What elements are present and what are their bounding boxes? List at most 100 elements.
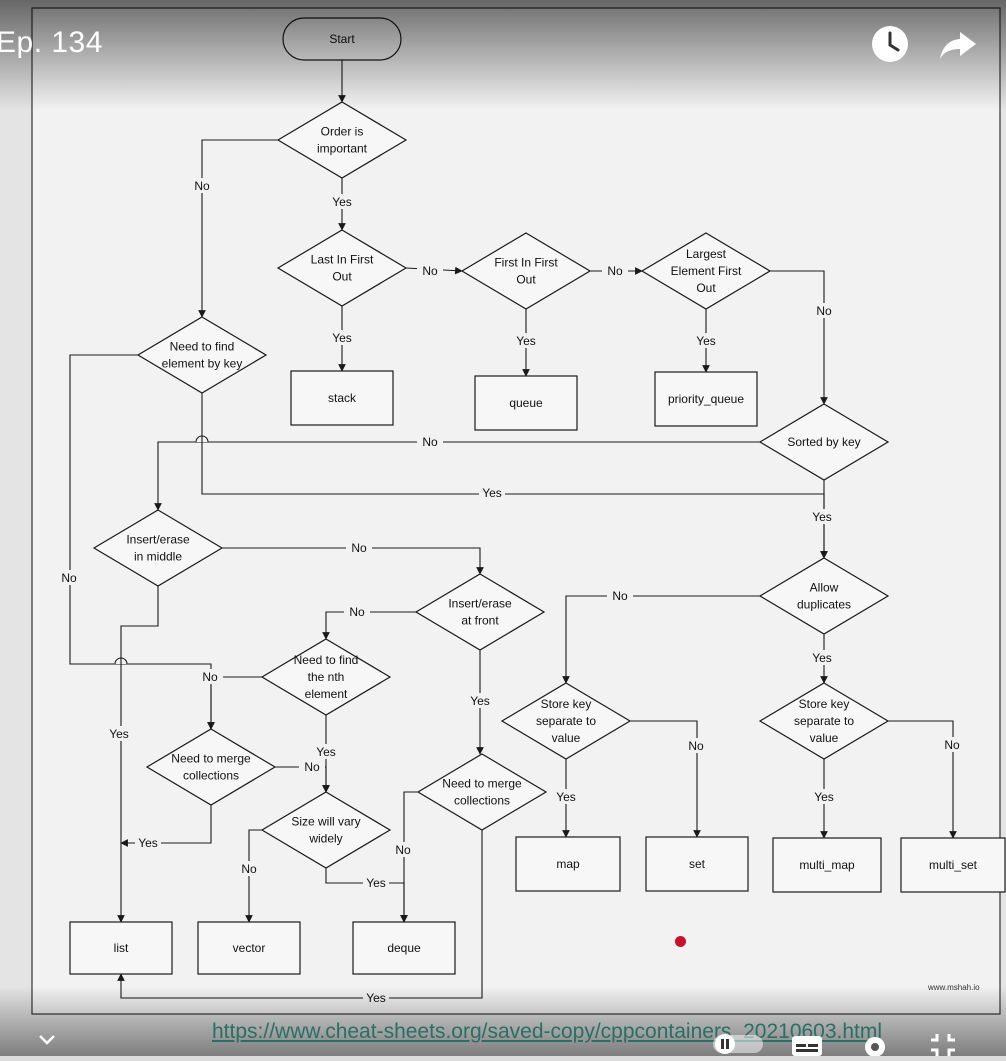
edge-label-bg [313,744,339,759]
node-label: Out [516,273,536,287]
node-label: the nth [308,670,345,684]
edge-label-insert_front-merge_right: Yes [470,694,490,708]
edge-label-find_nth-merge_left: No [202,670,218,684]
node-label: list [114,941,129,955]
source-url-link[interactable]: https://www.cheat-sheets.org/saved-copy/… [212,1020,883,1043]
edge-merge_right-to-list [117,830,483,999]
edge-label-bg [417,263,443,278]
edge-size_vary-to-vector [245,829,262,923]
edge-label-merge_right-list: Yes [366,991,386,1005]
edge-label-bg [811,789,837,804]
node-label: vector [233,941,266,955]
edge-label-bg [344,604,370,619]
node-label: First In First [494,256,558,270]
node-label: queue [509,396,543,410]
node-label: Insert/erase [448,597,512,611]
edge-label-bg [693,333,719,348]
process-shape [900,837,1006,893]
gear-icon[interactable] [858,1030,892,1057]
edge-label-order_important-find_by_key: No [194,179,210,193]
node-label: set [689,857,706,871]
node-label: Insert/erase [126,533,190,547]
pause-icon[interactable] [712,1030,766,1056]
edge-label-bg [135,835,161,850]
edge-label-bg [390,842,416,857]
edge-label-bg [329,330,355,345]
node-map: map [515,836,621,892]
edge-store_key_2-to-multi_set [888,720,957,839]
node-queue: queue [474,375,578,431]
node-label: at front [461,614,499,628]
edge-label-allow_duplicates-store_key_1: No [612,589,628,603]
node-allow_duplicates: Allow duplicates [758,557,890,635]
edge-sorted_by_key-to-insert_middle [154,441,760,511]
node-multi_map: multi_map [772,837,882,893]
process-shape [474,375,578,431]
process-shape [772,837,882,893]
edge-label-store_key_2-multi_map: Yes [814,790,834,804]
node-insert_middle: Insert/erase in middle [92,509,224,587]
edge-label-bg [363,875,389,890]
node-label: collections [183,769,239,783]
node-label: Store key [541,697,592,711]
node-vector: vector [197,921,301,975]
edge-label-store_key_2-multi_set: No [944,738,960,752]
edge-label-largest_first-priority_queue: Yes [696,334,716,348]
edge-label-bg [939,737,965,752]
node-label: element [305,687,348,701]
node-label: in middle [134,550,182,564]
node-deque: deque [352,921,456,975]
edge-store_key_1-to-set [630,720,701,838]
node-label: Need to merge [442,777,522,791]
node-multi_set: multi_set [900,837,1006,893]
node-label: priority_queue [668,392,744,406]
node-priority_queue: priority_queue [654,371,758,427]
decision-shape [758,682,890,760]
edge-label-bg [553,789,579,804]
node-label: value [552,731,581,745]
node-sorted_by_key: Sorted by key [758,403,890,481]
edge-insert_front-to-find_nth [322,611,416,640]
edge-label-bg [811,303,837,318]
node-insert_front: Insert/erase at front [414,573,546,651]
edge-label-bg [809,509,835,524]
share-arrow-icon[interactable] [938,24,978,64]
edge-label-bg [56,570,82,585]
edge-label-bg [417,434,443,449]
edge-label-bg [329,194,355,209]
node-label: Start [329,32,355,46]
edge-order_important-to-find_by_key [198,139,278,318]
edge-label-order_important-lifo: Yes [332,195,352,209]
edge-merge_right-to-deque [400,791,418,923]
subtitles-icon[interactable] [790,1030,824,1056]
edge-label-fifo-largest_first: No [607,264,623,278]
node-label: separate to [794,714,854,728]
node-label: duplicates [797,598,851,612]
chevron-down-icon[interactable] [36,1030,58,1050]
edge-label-sorted_by_key-insert_middle: No [422,435,438,449]
edge-label-bg [106,726,132,741]
edge-label-insert_middle-insert_front: No [351,541,367,555]
clock-icon[interactable] [870,24,910,64]
cursor-dot [675,936,686,947]
edge-label-find_nth-size_vary: Yes [316,745,336,759]
edge-label-bg [513,333,539,348]
edge-largest_first-to-sorted_by_key [770,270,828,405]
edge-label-lifo-stack: Yes [332,331,352,345]
node-label: Largest [686,247,727,261]
node-label: Allow [810,581,839,595]
decision-shape [758,403,890,481]
edge-label-bg [346,540,372,555]
decision-shape [460,232,592,310]
fullscreen-exit-icon[interactable] [928,1030,958,1056]
decision-shape [276,101,408,179]
edge-label-largest_first-sorted_by_key: No [816,304,832,318]
